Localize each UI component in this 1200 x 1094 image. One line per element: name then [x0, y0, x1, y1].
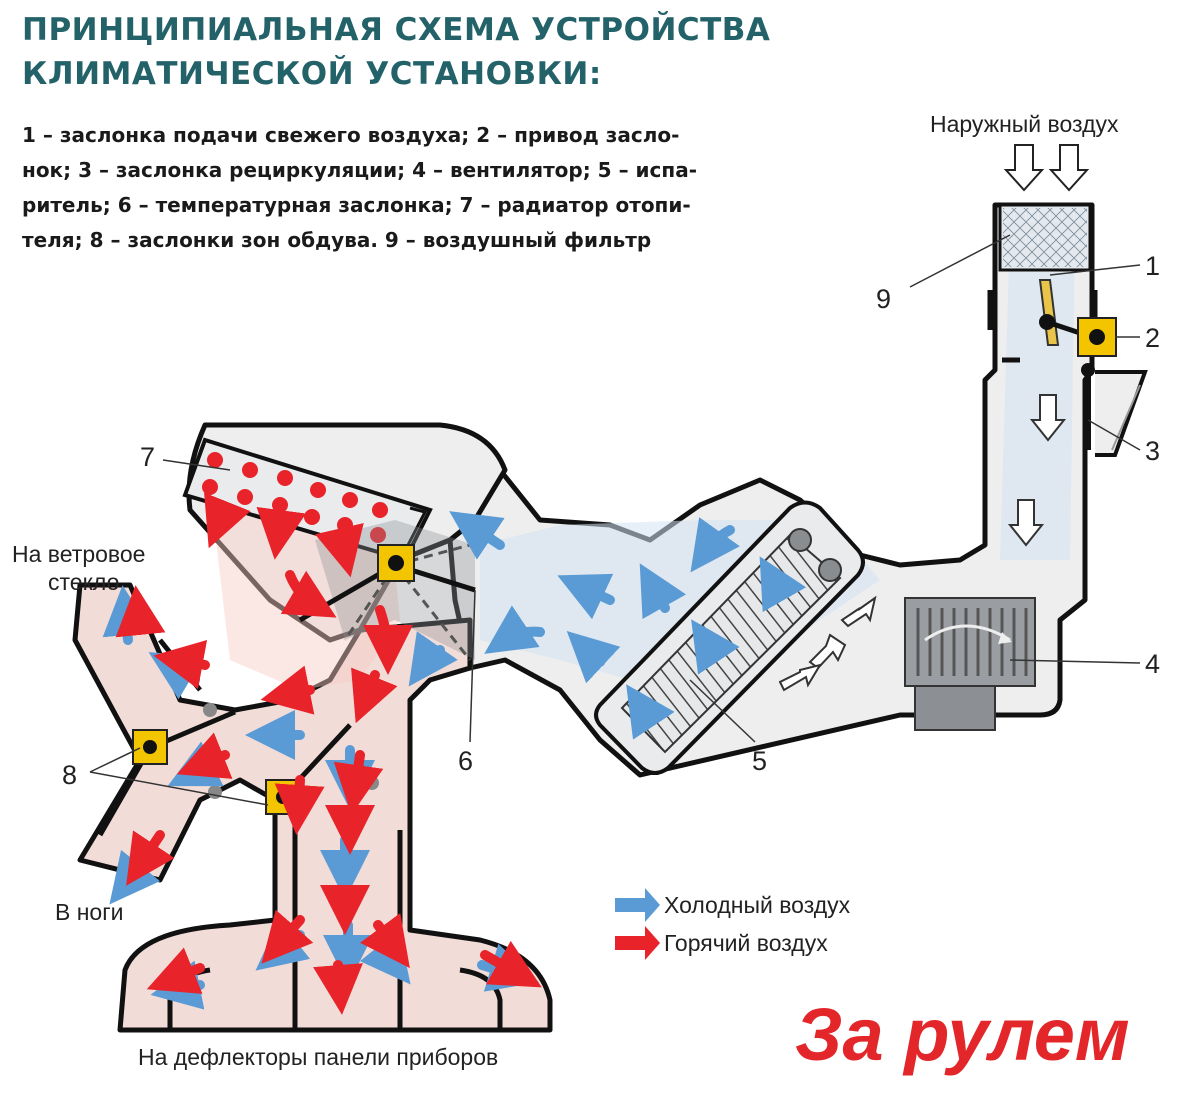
number-6: 6: [458, 746, 473, 776]
air-legend: Холодный воздух Горячий воздух: [615, 888, 851, 960]
deflectors-label: На дефлекторы панели приборов: [138, 1044, 498, 1070]
leader-lines: [89, 234, 1141, 806]
air-filter: [998, 203, 1092, 272]
number-4: 4: [1145, 649, 1160, 679]
intake-flow-arrows: [1007, 394, 1067, 547]
outside-air-label: Наружный воздух: [930, 111, 1119, 137]
hot-air-legend-label: Горячий воздух: [664, 930, 828, 956]
outside-air-arrows: [1003, 144, 1090, 192]
windshield-label-line-1: На ветровое: [12, 541, 145, 567]
recirculation-flap: [1085, 370, 1148, 457]
hot-air-arrows: [115, 492, 542, 1015]
title-line-2: КЛИМАТИЧЕСКОЙ УСТАНОВКИ:: [22, 56, 602, 92]
title-line-1: ПРИНЦИПИАЛЬНАЯ СХЕМА УСТРОЙСТВА: [22, 12, 771, 48]
number-2: 2: [1145, 323, 1160, 353]
number-1: 1: [1145, 251, 1160, 281]
cold-air-legend-label: Холодный воздух: [664, 892, 851, 918]
number-7: 7: [140, 442, 155, 472]
component-numbers: 9 1 2 3 4 5 6 7 8: [62, 251, 1160, 790]
fan-output-arrows: [778, 595, 877, 692]
air-labels: Наружный воздух На ветровое стекло В ног…: [12, 111, 1119, 1070]
description-line-3: ритель; 6 – температурная заслонка; 7 – …: [22, 193, 691, 217]
description-line-2: нок; 3 – заслонка рециркуляции; 4 – вент…: [22, 158, 698, 182]
description-line-1: 1 – заслонка подачи свежего воздуха; 2 –…: [22, 123, 680, 147]
components-description: 1 – заслонка подачи свежего воздуха; 2 –…: [22, 118, 742, 258]
diagram-title: ПРИНЦИПИАЛЬНАЯ СХЕМА УСТРОЙСТВА КЛИМАТИЧ…: [22, 8, 822, 96]
number-5: 5: [752, 746, 767, 776]
cold-air-legend-arrow: [615, 888, 660, 922]
number-9: 9: [876, 284, 891, 314]
feet-label: В ноги: [55, 899, 123, 925]
description-line-4: теля; 8 – заслонки зон обдува. 9 – возду…: [22, 228, 652, 252]
brand-logo: За рулем: [795, 993, 1130, 1076]
number-8: 8: [62, 760, 77, 790]
windshield-label-line-2: стекло: [48, 569, 119, 595]
hot-air-legend-arrow: [615, 926, 660, 960]
flap-actuator: [1046, 317, 1117, 377]
heater-radiator: [182, 437, 433, 563]
number-3: 3: [1145, 436, 1160, 466]
blower-fan: [904, 597, 1036, 731]
